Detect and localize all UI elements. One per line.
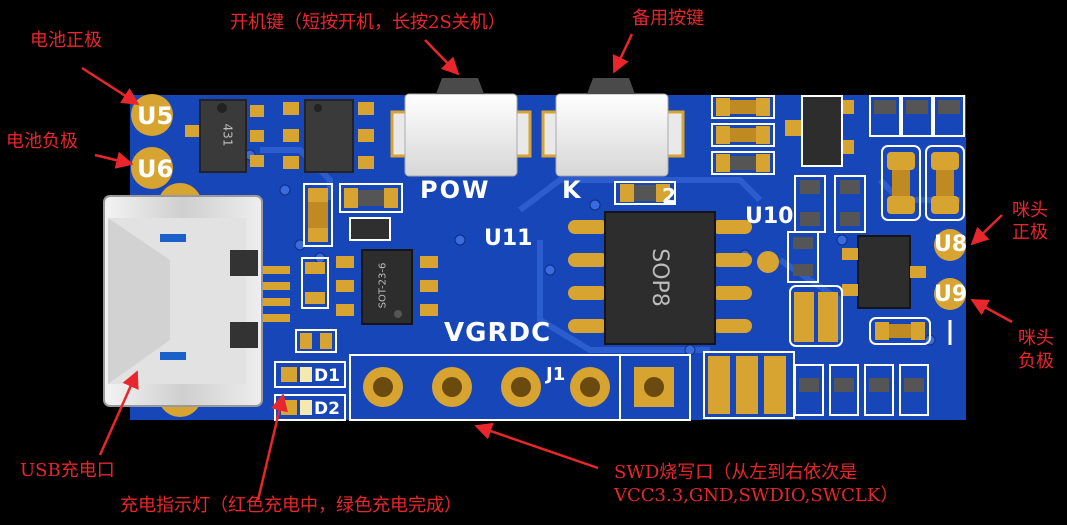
label-charge-led: 充电指示灯（红色充电中，绿色充电完成） xyxy=(120,495,462,516)
silk-u6: U6 xyxy=(137,155,174,183)
annotation-arrows xyxy=(81,33,1013,501)
sot23-6-chip xyxy=(361,249,413,325)
led-d1-outline xyxy=(274,361,346,388)
label-swd-line2: VCC3.3,GND,SWDIO,SWCLK） xyxy=(614,485,899,506)
silk-j1: J1 xyxy=(546,364,566,385)
silk-vgrdc: VGRDC xyxy=(444,318,552,348)
silk-sop8: SOP8 xyxy=(646,248,672,307)
label-mic-negative-1: 咪头 xyxy=(1018,328,1054,349)
silk-d2: D2 xyxy=(314,399,340,419)
silk-u8: U8 xyxy=(934,232,968,257)
u6-pad xyxy=(131,147,173,189)
silk-u9: U9 xyxy=(934,282,968,307)
label-usb-charge: USB充电口 xyxy=(20,460,115,481)
backup-button-actuator xyxy=(587,78,635,94)
label-mic-positive-1: 咪头 xyxy=(1012,200,1048,221)
label-power-key: 开机键（短按开机，长按2S关机） xyxy=(230,12,506,33)
right-components xyxy=(703,95,966,419)
silk-k: K xyxy=(562,176,581,204)
silk-d1: D1 xyxy=(314,366,340,386)
j1-pins xyxy=(363,367,674,407)
silk-u10: U10 xyxy=(745,204,794,229)
sop8-pins xyxy=(568,220,752,333)
label-battery-positive: 电池正极 xyxy=(30,30,102,51)
silk-u11: U11 xyxy=(484,226,533,251)
silk-sot23-6: SOT-23-6 xyxy=(377,262,389,309)
silk-pow: POW xyxy=(420,176,491,204)
sop8-chip xyxy=(604,211,716,345)
silk-u5: U5 xyxy=(137,102,174,130)
label-battery-negative: 电池负极 xyxy=(6,131,78,152)
ic-top-left xyxy=(304,99,354,173)
label-mic-negative-2: 负极 xyxy=(1018,351,1054,372)
label-backup-key: 备用按键 xyxy=(632,8,704,29)
power-button-body xyxy=(404,93,518,177)
j1-outline xyxy=(349,354,691,421)
label-mic-positive-2: 正极 xyxy=(1012,222,1048,243)
backup-button-body xyxy=(555,93,669,177)
silk-431: 431 xyxy=(220,123,235,147)
silk-2: 2 xyxy=(662,184,676,208)
u5-pad xyxy=(131,94,173,136)
label-swd-line1: SWD烧写口（从左到右依次是 xyxy=(614,462,858,483)
power-button-actuator xyxy=(436,78,484,94)
